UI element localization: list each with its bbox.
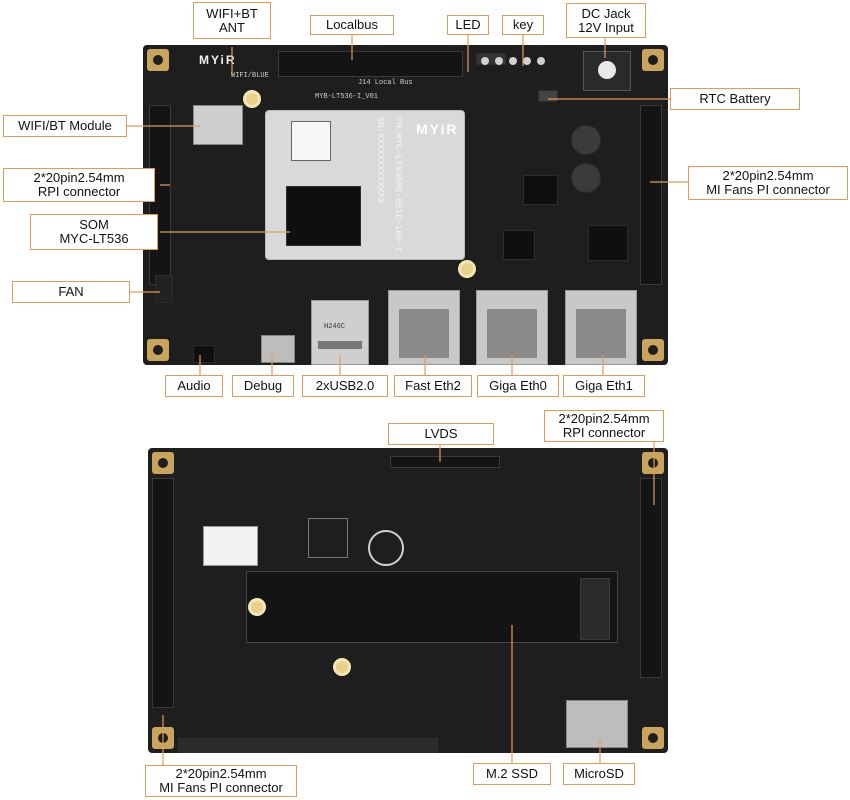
label-debug: Debug: [232, 375, 294, 397]
standoff-icon: [333, 658, 351, 676]
som-qr-code: [291, 121, 331, 161]
rear-rj45-base: [178, 738, 438, 753]
dc-jack-pin-icon: [598, 61, 616, 79]
som-processor: [286, 186, 361, 246]
key-button-icon: [537, 57, 545, 65]
localbus-header: [278, 51, 463, 77]
label-key: key: [502, 15, 544, 35]
label-localbus: Localbus: [310, 15, 394, 35]
key-button-icon: [495, 57, 503, 65]
mount-pad-icon: [642, 339, 664, 361]
label-rtc: RTC Battery: [670, 88, 800, 110]
wifi-bt-module: [193, 105, 243, 145]
label-usb: 2xUSB2.0: [302, 375, 388, 397]
microsd-slot: [566, 700, 628, 748]
mount-pad-icon: [147, 339, 169, 361]
standoff-icon: [458, 260, 476, 278]
mifans-header-bottom: [152, 478, 174, 708]
key-button-icon: [509, 57, 517, 65]
ic-chip: [503, 230, 535, 260]
label-microsd: MicroSD: [563, 763, 635, 785]
top-board: MYiR WIFI/BLUE J14 Local Bus MYB-LT536-I…: [143, 45, 668, 365]
bottom-board: [148, 448, 668, 753]
label-som: SOM MYC-LT536: [30, 214, 158, 250]
rj45-socket-icon: [487, 309, 537, 358]
label-dc-jack: DC Jack 12V Input: [566, 3, 646, 38]
mount-pad-icon: [642, 49, 664, 71]
label-rpi-top: 2*20pin2.54mm RPI connector: [3, 168, 155, 202]
rj45-fast-eth2: [388, 290, 460, 365]
usb2-port-stack: H246C: [311, 300, 369, 365]
label-giga-eth0: Giga Eth0: [477, 375, 559, 397]
m2-connector: [580, 578, 610, 640]
rpi-header-bottom: [640, 478, 662, 678]
lvds-connector: [390, 456, 500, 468]
standoff-icon: [248, 598, 266, 616]
key-button-icon: [481, 57, 489, 65]
rj45-giga-eth1: [565, 290, 637, 365]
rj45-giga-eth0: [476, 290, 548, 365]
board-name-silkscreen: MYB-LT536-I_V01: [315, 93, 379, 101]
audio-jack: [193, 345, 215, 363]
fan-header: [155, 275, 173, 303]
debug-usb-c-port: [261, 335, 295, 363]
label-giga-eth1: Giga Eth1: [563, 375, 645, 397]
som-serial-number: SN:XXXXXXXXXXXXX: [375, 117, 385, 204]
board-brand: MYiR: [199, 53, 237, 67]
label-fan: FAN: [12, 281, 130, 303]
rj45-socket-icon: [576, 309, 626, 358]
som-brand: MYiR: [416, 121, 459, 137]
rj45-socket-icon: [399, 309, 449, 358]
label-lvds: LVDS: [388, 423, 494, 445]
standoff-icon: [243, 90, 261, 108]
localbus-silkscreen: J14 Local Bus: [358, 79, 413, 87]
m2-slot-area: [246, 571, 618, 643]
mifans-header-top: [640, 105, 662, 285]
ic-chip: [523, 175, 558, 205]
mount-pad-icon: [152, 452, 174, 474]
mount-pad-icon: [147, 49, 169, 71]
mount-pad-icon: [642, 452, 664, 474]
label-m2: M.2 SSD: [473, 763, 551, 785]
label-audio: Audio: [165, 375, 223, 397]
label-led: LED: [447, 15, 489, 35]
label-rpi-bottom: 2*20pin2.54mm RPI connector: [544, 410, 664, 442]
wifi-silkscreen: WIFI/BLUE: [231, 72, 269, 80]
label-fast-eth2: Fast Eth2: [394, 375, 472, 397]
key-button-icon: [523, 57, 531, 65]
som-part-number: PN:MYC-LT536ME-8E1D-160-I: [393, 117, 403, 253]
label-mifans-bottom: 2*20pin2.54mm MI Fans PI connector: [145, 765, 297, 797]
usb-silkscreen: H246C: [324, 323, 346, 331]
label-mifans-top: 2*20pin2.54mm MI Fans PI connector: [688, 166, 848, 200]
label-wifi-ant: WIFI+BT ANT: [193, 2, 271, 39]
label-wifi-module: WIFI/BT Module: [3, 115, 127, 137]
mount-pad-icon: [642, 727, 664, 749]
som-module: MYiR: [265, 110, 465, 260]
label-sticker: [203, 526, 258, 566]
capacitor: [571, 163, 601, 193]
capacitor: [571, 125, 601, 155]
ic-chip: [588, 225, 628, 261]
esd-warning-icon: [308, 518, 348, 558]
usb-slot-icon: [318, 341, 362, 349]
no-recycle-icon: [368, 530, 404, 566]
